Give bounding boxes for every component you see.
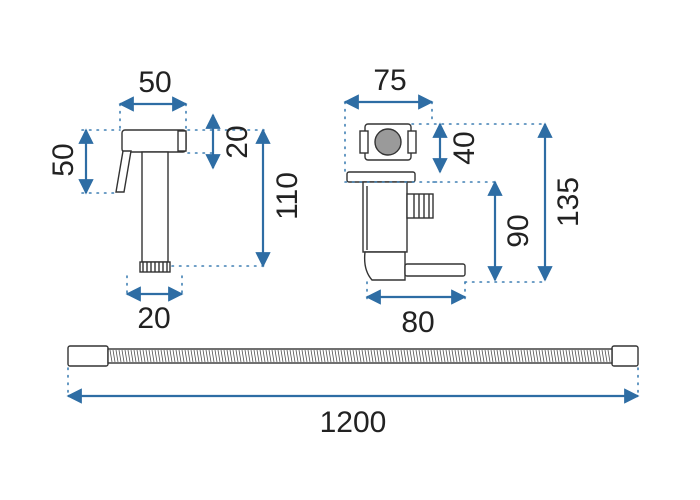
hose-rib-pattern [109,349,611,363]
valve-width-label: 75 [373,64,406,97]
valve-body [362,181,408,253]
handset-total-height-label: 110 [271,172,304,220]
handset-lever [115,150,132,193]
hose-ribs [109,349,611,363]
valve-outlet-height-label: 90 [502,214,535,247]
handset-thread-label: 20 [137,302,170,335]
hose-end-left [67,345,109,367]
handset-width-label: 50 [138,66,171,99]
handset-shaft [141,151,169,263]
hose-end-right [611,345,639,367]
valve-drawing: 75 40 90 135 80 [343,64,585,339]
valve-handle-knob [374,128,402,156]
hose-drawing: 1200 [66,345,640,439]
valve-cartridge [363,251,406,281]
valve-depth-label: 80 [401,306,434,339]
handset-drawing: 50 50 20 110 20 [47,66,304,335]
valve-top-label: 40 [448,131,481,164]
handset-head [121,129,187,153]
valve-spout [404,263,466,277]
hose-length-label: 1200 [320,406,387,439]
valve-flange [346,171,416,183]
valve-total-height-label: 135 [552,177,585,227]
handset-head-cap [177,130,187,152]
handset-head-label: 20 [221,125,254,158]
handset-height-label: 50 [47,143,80,176]
